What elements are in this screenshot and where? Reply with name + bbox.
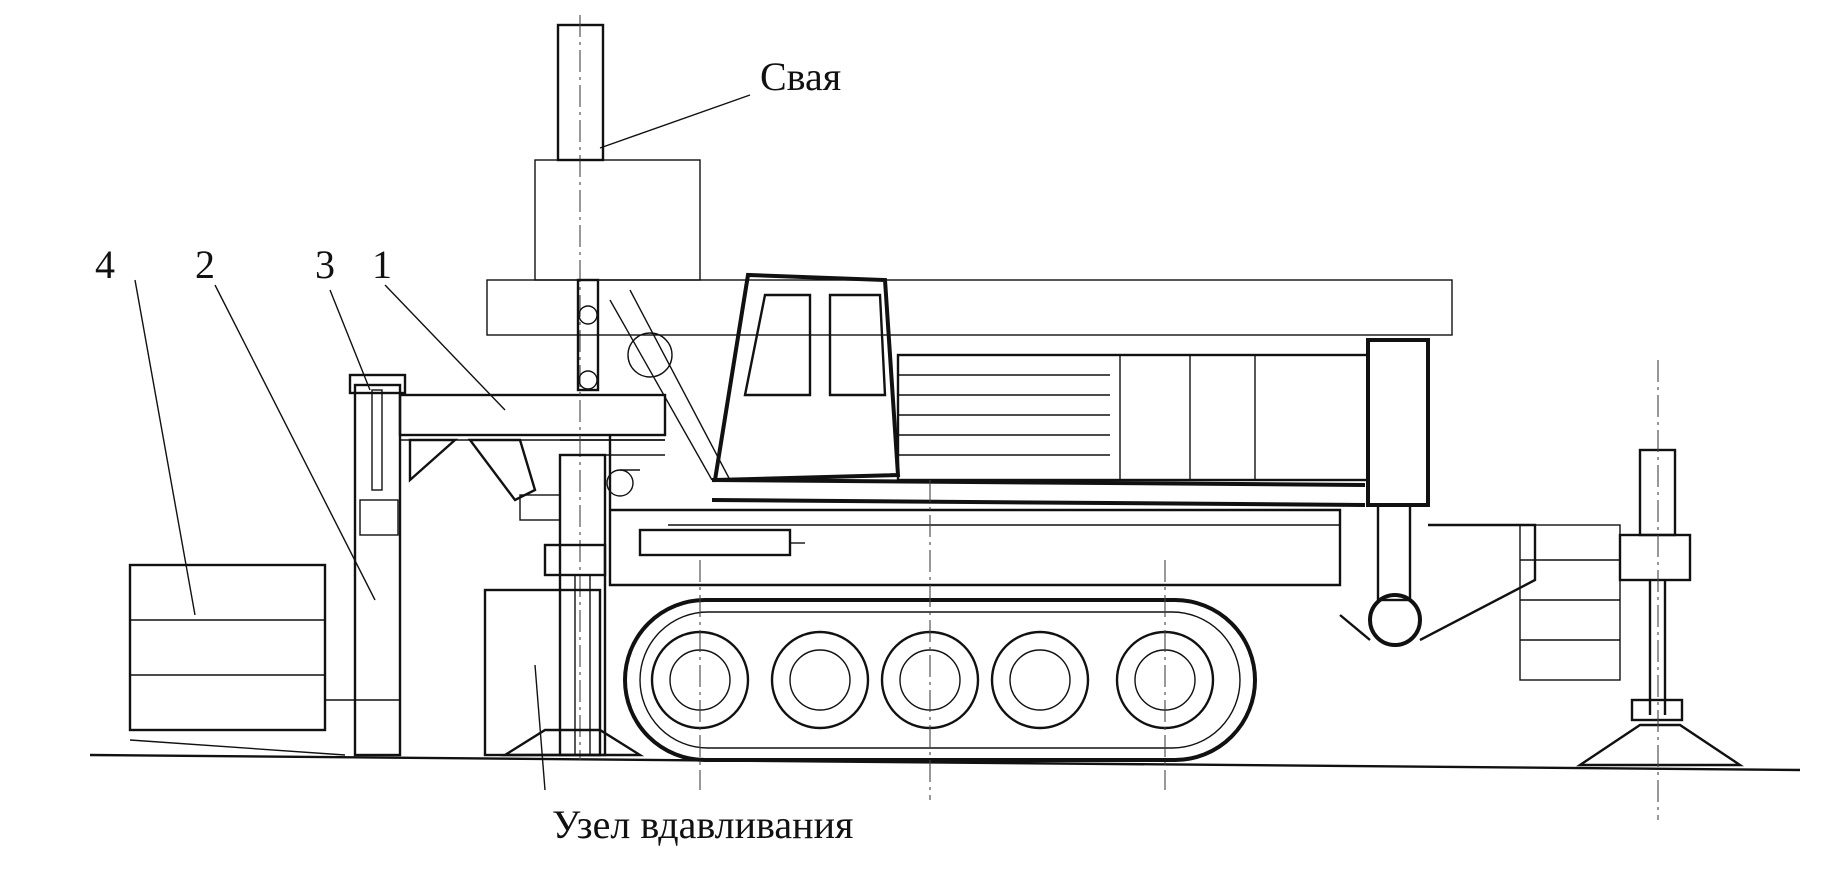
engine-housing [896,353,1370,482]
label-pressing-unit: Узел вдавливания [552,802,853,847]
counterweight-4 [128,563,355,756]
support-column-2 [348,373,407,757]
crawler-track [623,480,1257,800]
label-number-2: 2 [195,242,215,287]
label-pile: Свая [760,54,841,99]
pile [486,15,1453,760]
cab [609,272,1366,507]
label-number-4: 4 [95,242,115,287]
pressing-unit [483,453,645,757]
ground-line [89,753,1801,772]
label-number-1: 1 [372,242,392,287]
rear-outrigger [1339,338,1744,820]
leader-lines [134,94,751,791]
label-number-3: 3 [315,242,335,287]
cantilever-beam-1 [398,393,667,502]
